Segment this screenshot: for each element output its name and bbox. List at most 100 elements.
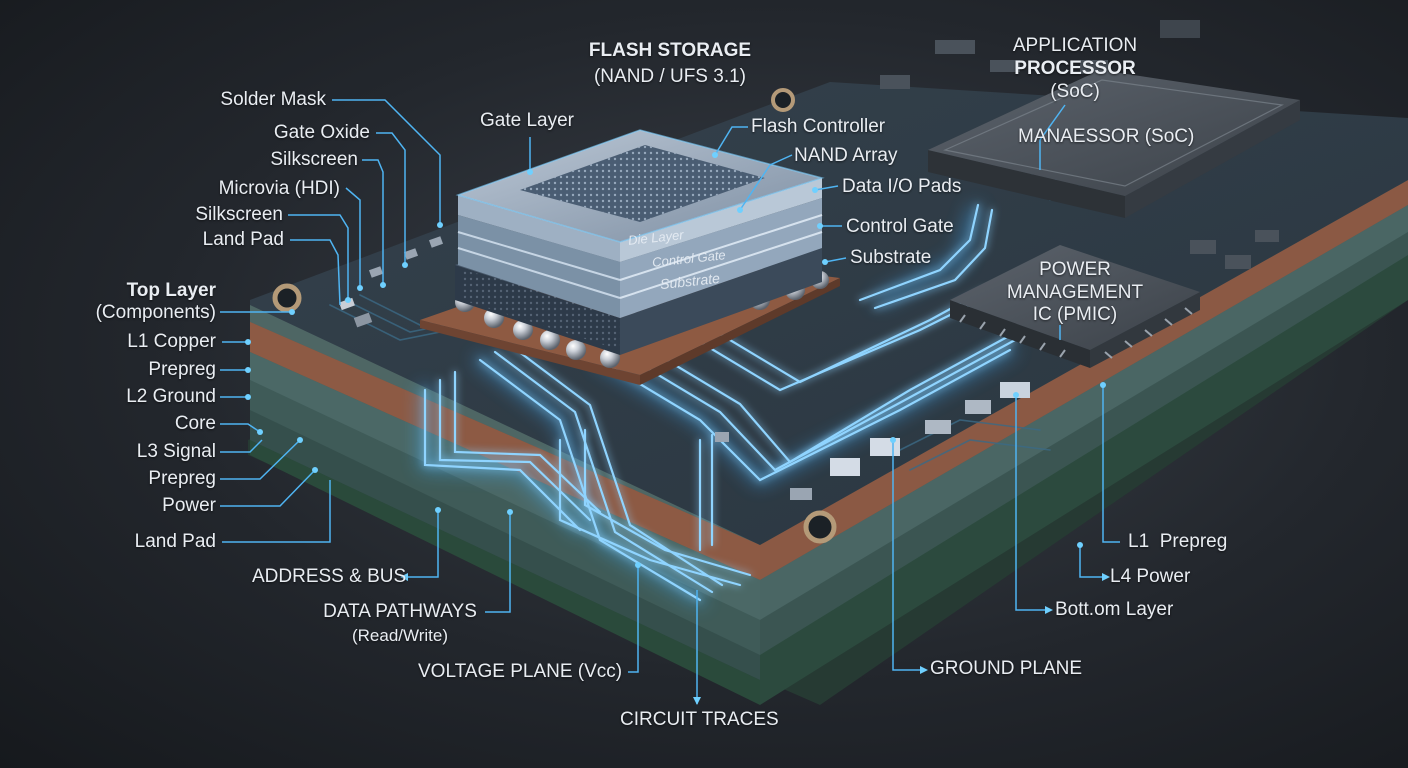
- label-nand-array: NAND Array: [794, 145, 898, 166]
- edge-green-right: [760, 255, 1408, 705]
- pmic-pin: [959, 314, 966, 323]
- flash-die-stripe: [457, 247, 621, 299]
- leader-dot: [712, 152, 718, 158]
- edge-copper-right: [760, 180, 1408, 580]
- edge-copper-left: [250, 322, 760, 580]
- smd-component: [715, 432, 729, 442]
- soc-title-line3: (SoC): [1050, 81, 1100, 102]
- leader-nand-array: [739, 154, 793, 211]
- leader-l4-power: [1079, 545, 1102, 578]
- label-circuit-traces: CIRCUIT TRACES: [620, 709, 779, 730]
- label-land-pad-top: Land Pad: [202, 229, 284, 250]
- leader-dot: [437, 222, 443, 228]
- label-power: Power: [162, 495, 216, 516]
- soc-title-line1: APPLICATION: [1012, 35, 1138, 56]
- pmic-line2: MANAGEMENT: [1006, 282, 1144, 303]
- smd-component: [935, 40, 975, 54]
- edge-power-right: [760, 232, 1408, 655]
- leader-dot: [345, 297, 351, 303]
- soc-chip: [928, 70, 1300, 218]
- label-control-gate: Control Gate: [846, 216, 954, 237]
- soc-top: [928, 70, 1300, 196]
- pmic-pin: [1164, 318, 1173, 326]
- circuit-traces: [329, 159, 1151, 605]
- flash-die-stripe: [457, 231, 621, 281]
- flash-substrate-texture: [462, 270, 620, 350]
- solder-ball: [513, 320, 533, 340]
- flash-die-grid-dots: [520, 145, 765, 222]
- smd-component: [790, 488, 812, 500]
- leader-dot: [812, 187, 818, 193]
- leader-silkscreen-2: [288, 214, 349, 300]
- label-bottom-layer: Bott.om Layer: [1055, 599, 1174, 620]
- arrow-head: [693, 697, 701, 705]
- label-gate-layer: Gate Layer: [480, 110, 574, 131]
- leader-dot: [737, 207, 743, 213]
- pmic-pin: [1104, 351, 1113, 359]
- leader-land-pad-top: [290, 239, 341, 306]
- pmic-top: [950, 245, 1200, 350]
- leader-substrate: [824, 257, 847, 263]
- pmic-pin: [1039, 342, 1046, 351]
- soc-top-bevel: [943, 79, 1284, 187]
- smd-component: [428, 236, 444, 248]
- label-voltage-plane: VOLTAGE PLANE (Vcc): [418, 661, 623, 682]
- leader-dot: [402, 262, 408, 268]
- smd-component: [925, 420, 951, 434]
- leader-address-bus: [408, 510, 439, 578]
- smd-component: [830, 458, 860, 476]
- leader-core: [220, 423, 261, 433]
- label-land-pad-bottom: Land Pad: [134, 531, 216, 552]
- leader-dot: [245, 394, 251, 400]
- smd-component: [965, 400, 991, 414]
- label-l4-power: L4 Power: [1110, 566, 1191, 587]
- pmic-pin: [1019, 335, 1026, 344]
- mount-hole-top: [771, 88, 795, 112]
- label-l3-signal: L3 Signal: [136, 441, 216, 462]
- smd-component: [1160, 20, 1200, 38]
- flash-substrate-edge: [420, 320, 640, 385]
- edge-power-left: [250, 380, 760, 655]
- label-l1-prepreg: L1 Prepreg: [1128, 531, 1228, 552]
- soc-side-front: [928, 150, 1125, 218]
- leader-l1-prepreg: [1102, 385, 1120, 543]
- leader-dot: [1100, 382, 1106, 388]
- leader-prepreg-2: [220, 439, 301, 480]
- leader-soc: [1039, 104, 1066, 170]
- leader-dot: [380, 282, 386, 288]
- label-ground-plane: GROUND PLANE: [930, 658, 1083, 679]
- leader-dot: [289, 309, 295, 315]
- smd-component: [1255, 230, 1279, 242]
- edge-prepreg-left: [250, 410, 760, 680]
- leader-dot: [817, 223, 823, 229]
- label-l2-ground: L2 Ground: [126, 386, 216, 407]
- label-top-layer: Top Layer: [126, 280, 216, 301]
- label-silkscreen-1: Silkscreen: [270, 149, 358, 170]
- flash-top-front: [458, 195, 620, 262]
- leader-power: [220, 469, 316, 507]
- label-data-pathways: DATA PATHWAYS: [323, 601, 477, 622]
- label-top-layer-sub: (Components): [95, 302, 216, 323]
- leader-silkscreen-1: [362, 159, 384, 285]
- pmic-pin: [999, 328, 1006, 337]
- leader-dot: [1013, 392, 1019, 398]
- leader-microvia: [345, 187, 361, 288]
- soc-title-line2: PROCESSOR: [1014, 58, 1136, 79]
- smd-component: [1225, 255, 1251, 269]
- smd-component: [368, 266, 384, 278]
- solder-ball: [540, 330, 560, 350]
- leader-dot: [257, 429, 263, 435]
- leader-dot: [435, 507, 441, 513]
- label-microvia: Microvia (HDI): [218, 178, 340, 199]
- solder-ball: [566, 340, 586, 360]
- edge-green-left: [250, 440, 760, 705]
- pmic-pin: [1124, 340, 1133, 348]
- flash-substrate-block-right: [620, 248, 822, 355]
- mount-hole-left: [272, 283, 302, 313]
- label-data-io-pads: Data I/O Pads: [842, 176, 962, 197]
- leader-solder-mask: [332, 99, 441, 225]
- leader-dot: [507, 509, 513, 515]
- arrow-head: [1102, 573, 1110, 581]
- leader-endpoints: [245, 152, 1110, 705]
